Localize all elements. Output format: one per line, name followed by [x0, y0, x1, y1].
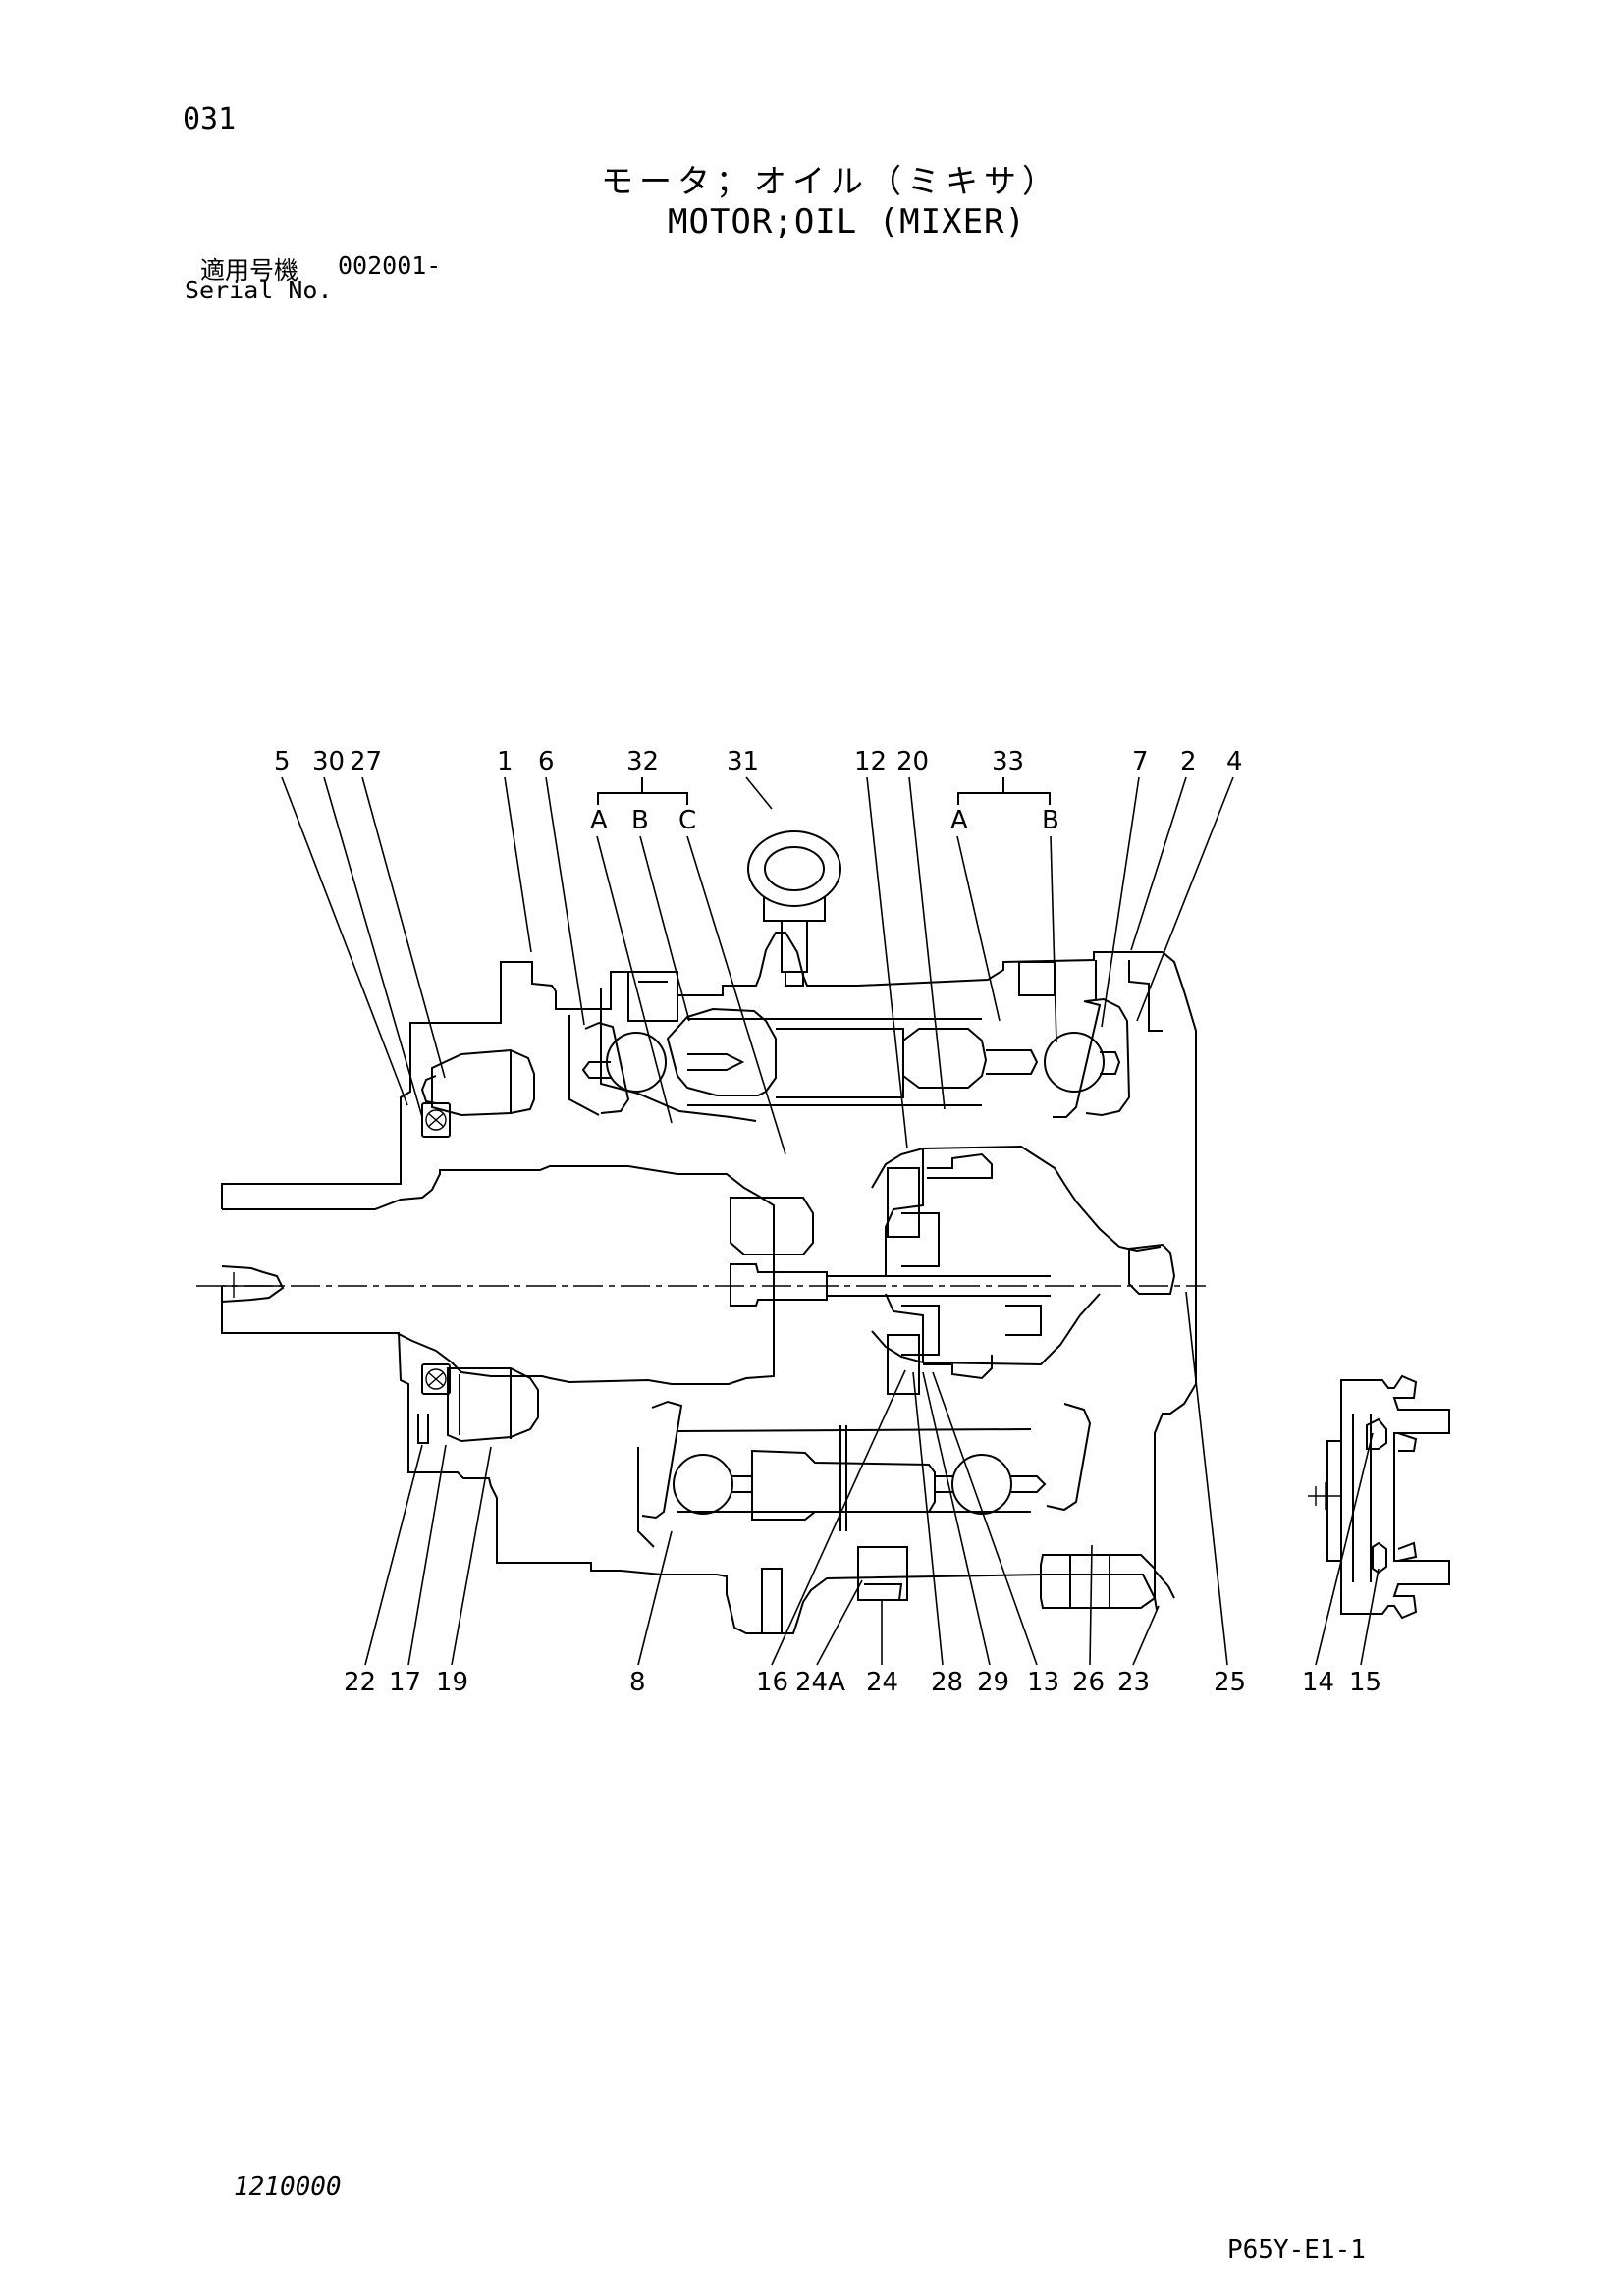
lifting-eye: [747, 830, 841, 987]
callout-26: 26: [1072, 1668, 1105, 1697]
callout-30: 30: [312, 747, 345, 776]
leader-23: [1132, 1605, 1160, 1666]
callout-20: 20: [896, 747, 929, 776]
leader-20: [908, 776, 946, 1110]
leader-16: [771, 1369, 906, 1666]
leader-32b: [639, 835, 690, 1022]
callout-33: 33: [992, 747, 1024, 776]
leader-2: [1130, 776, 1187, 951]
serial-number-value: 002001-: [338, 251, 442, 280]
leader-12: [866, 776, 908, 1149]
callout-27: 27: [350, 747, 382, 776]
group-brackets: [597, 777, 1051, 805]
leader-28: [912, 1371, 944, 1666]
title-japanese: モータ；オイル（ミキサ）: [601, 162, 1060, 200]
leader-lines: [281, 776, 1380, 1666]
callout-29: 29: [977, 1668, 1009, 1697]
callout-32-b: B: [631, 806, 649, 835]
callout-22: 22: [344, 1668, 376, 1697]
leader-4: [1136, 776, 1234, 1022]
callout-33-a: A: [950, 806, 968, 835]
callout-8: 8: [629, 1668, 646, 1697]
leader-24a: [816, 1579, 863, 1666]
callout-16: 16: [756, 1668, 788, 1697]
callout-32-a: A: [590, 806, 608, 835]
motor-housing: [196, 932, 1206, 1634]
callout-23: 23: [1117, 1668, 1150, 1697]
callout-25: 25: [1214, 1668, 1246, 1697]
callout-31: 31: [727, 747, 759, 776]
serial-label-japanese: 適用号機: [200, 256, 299, 285]
callout-32: 32: [626, 747, 659, 776]
callout-24a: 24A: [795, 1668, 845, 1697]
callout-13: 13: [1027, 1668, 1059, 1697]
callout-4: 4: [1226, 747, 1243, 776]
serial-label-english: Serial No.: [185, 276, 333, 304]
bottom-callouts: 22 17 19 8 16 24A 24 28 29 13 26 23 25 1…: [344, 1668, 1381, 1697]
callout-7: 7: [1132, 747, 1149, 776]
leader-7: [1101, 776, 1140, 1028]
leader-1: [504, 776, 532, 953]
leader-8: [637, 1530, 673, 1666]
callout-19: 19: [436, 1668, 468, 1697]
leader-32c: [686, 835, 786, 1155]
title-english: MOTOR;OIL (MIXER): [668, 202, 1026, 241]
leader-27: [361, 776, 446, 1079]
page-code: P65Y-E1-1: [1227, 2235, 1366, 2265]
leader-30: [323, 776, 423, 1118]
drawing-number: 1210000: [234, 2172, 342, 2202]
top-callouts: 5 30 27 1 6 32 31 12 20 33 7 2 4 A B C A…: [274, 747, 1243, 835]
callout-5: 5: [274, 747, 291, 776]
callout-24: 24: [866, 1668, 898, 1697]
callout-33-b: B: [1042, 806, 1059, 835]
callout-1: 1: [497, 747, 514, 776]
leader-19: [451, 1446, 492, 1666]
leader-31: [745, 776, 773, 810]
leader-29: [922, 1371, 991, 1666]
callout-14: 14: [1302, 1668, 1334, 1697]
bracket-33: [957, 777, 1051, 805]
leader-26: [1089, 1544, 1093, 1666]
bracket-32: [597, 777, 688, 805]
leader-5: [281, 776, 408, 1106]
page-number: 031: [183, 102, 237, 136]
leader-25: [1185, 1291, 1228, 1666]
leader-13: [932, 1371, 1038, 1666]
callout-12: 12: [854, 747, 887, 776]
leader-33a: [956, 835, 1001, 1022]
callout-2: 2: [1180, 747, 1197, 776]
leader-6: [545, 776, 585, 1026]
leader-22: [364, 1444, 423, 1666]
callout-15: 15: [1349, 1668, 1381, 1697]
callout-17: 17: [389, 1668, 421, 1697]
leader-32a: [596, 835, 673, 1124]
leader-33b: [1050, 835, 1057, 1043]
leader-17: [407, 1444, 447, 1666]
side-view-detail: [1308, 1374, 1450, 1620]
leader-15: [1360, 1568, 1380, 1666]
callout-32-c: C: [678, 806, 696, 835]
leader-14: [1315, 1432, 1374, 1666]
callout-6: 6: [538, 747, 555, 776]
callout-28: 28: [931, 1668, 963, 1697]
